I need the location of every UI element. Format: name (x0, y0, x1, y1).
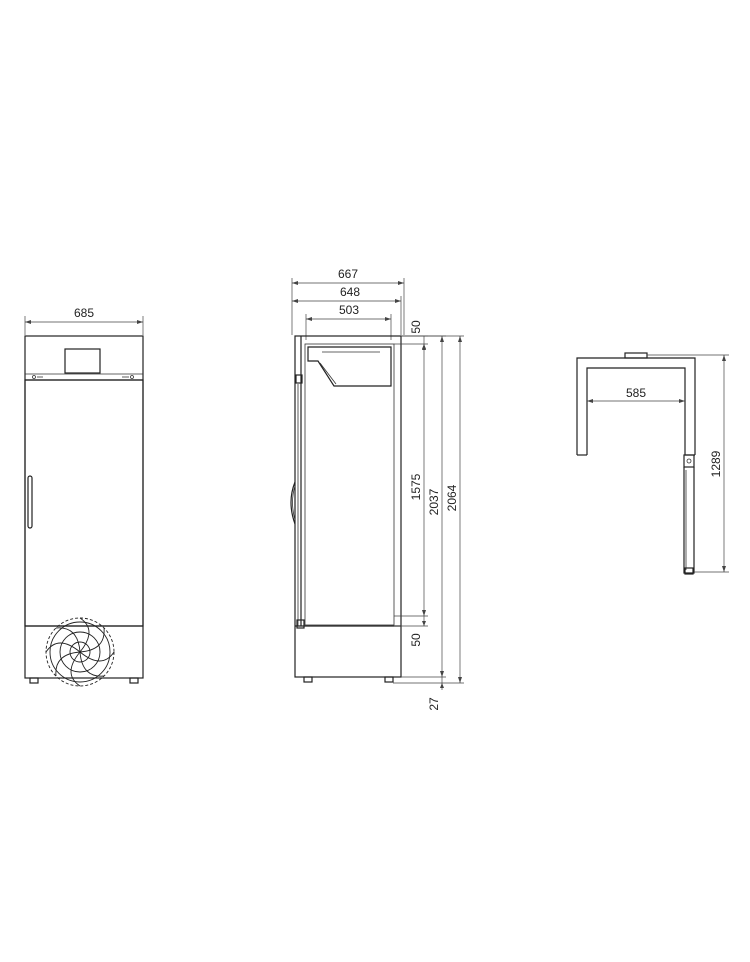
front-width-dimension: 685 (24, 306, 144, 335)
front-display-screen (64, 348, 101, 374)
side-top-hinge (295, 374, 303, 384)
front-door-handle (27, 475, 33, 529)
front-view: 685 (24, 306, 144, 687)
plan-open-door (683, 454, 695, 575)
side-foot-height-dimension: 27 (427, 677, 444, 711)
side-body-depth-label: 648 (340, 285, 360, 299)
side-foot-height-label: 27 (427, 697, 441, 711)
plan-inner-width-dimension: 585 (587, 386, 685, 403)
side-evaporator-unit (307, 346, 392, 387)
plan-door-swing-label: 1289 (709, 450, 723, 477)
side-outer-depth-label: 667 (338, 267, 358, 281)
side-bottom-hinge (296, 619, 305, 629)
side-body-height-label: 2037 (427, 488, 441, 515)
front-width-label: 685 (74, 306, 94, 320)
side-inner-height-dimension: 1575 (394, 344, 428, 617)
side-inner-depth-dimension: 503 (305, 303, 392, 340)
side-bottom-offset-label: 50 (409, 633, 423, 647)
plan-cabinet-outline (576, 357, 696, 455)
side-total-height-label: 2064 (445, 484, 459, 511)
plan-inner-width-label: 585 (626, 386, 646, 400)
side-total-height-dimension: 2064 (393, 335, 464, 684)
side-body-depth-dimension: 648 (292, 285, 402, 335)
side-top-offset-label: 50 (409, 320, 423, 334)
side-bottom-offset-dimension: 50 (394, 616, 428, 647)
plan-door-swing-dimension: 1289 (647, 354, 729, 573)
side-top-offset-dimension: 50 (394, 320, 428, 349)
side-inner-liner (304, 343, 395, 626)
plan-view: 585 1289 (576, 352, 729, 575)
plan-cabinet-inner (586, 367, 686, 455)
side-view: 667 648 503 (290, 267, 464, 711)
front-cabinet-body (24, 335, 144, 679)
plan-top-fitting (624, 352, 648, 359)
side-cabinet-body (294, 335, 402, 678)
front-feet (29, 677, 139, 684)
side-door-handle (290, 481, 296, 525)
side-inner-height-label: 1575 (409, 473, 423, 500)
side-feet (303, 676, 394, 683)
front-door (24, 379, 144, 627)
side-inner-depth-label: 503 (339, 303, 359, 317)
side-outer-depth-dimension: 667 (291, 267, 405, 335)
front-control-knobs (32, 375, 134, 379)
front-fan-grille (45, 617, 115, 687)
